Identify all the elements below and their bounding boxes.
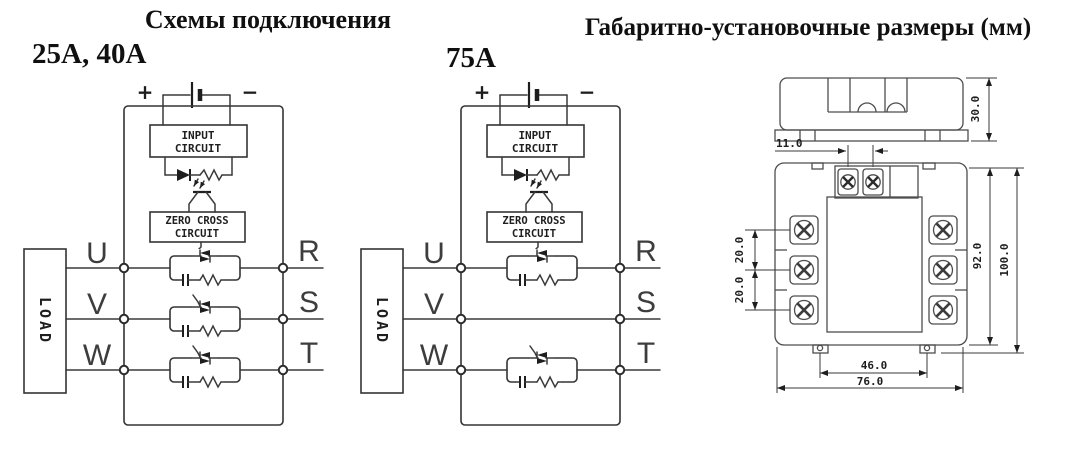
dim-20-lower-label: 20.0 <box>733 277 746 304</box>
triac-block-row-v <box>123 294 284 338</box>
dc-input-section: + − <box>137 80 259 126</box>
side-view <box>774 77 969 142</box>
dim-heights-right: 92.0 100.0 <box>941 167 1024 354</box>
mounting-hole <box>816 344 824 352</box>
load-box <box>360 248 404 394</box>
dimension-drawing: 30.0 11.0 <box>733 77 1024 393</box>
led-icon <box>177 169 190 181</box>
dim-20-upper-label: 20.0 <box>733 237 746 264</box>
zero-cross-label-1: ZERO CROSS <box>165 215 228 227</box>
minus-sign: − <box>242 80 259 104</box>
battery-symbol <box>499 82 568 108</box>
base-flange <box>774 129 969 142</box>
connection-schemes-title: Схемы подключения <box>144 5 392 34</box>
dim-76-label: 76.0 <box>857 375 884 388</box>
input-circuit-label-1: INPUT <box>518 129 551 142</box>
line-terminal-wires <box>282 267 324 371</box>
dimensions-title: Габаритно-установочные размеры (мм) <box>584 14 1032 41</box>
minus-sign: − <box>579 80 596 104</box>
plus-sign: + <box>474 80 491 104</box>
terminal-label-v: V <box>87 288 107 321</box>
terminal-label-t: T <box>300 337 318 370</box>
terminal-label-r: R <box>635 235 657 268</box>
zero-cross-label-2: CIRCUIT <box>512 228 556 240</box>
terminal-label-u: U <box>423 237 445 270</box>
phototransistor-icon <box>188 190 216 213</box>
schematic-25-40-diagram: + − INPUT CIRCUIT <box>23 80 324 426</box>
optocoupler <box>501 156 570 213</box>
variant-label-75: 75A <box>446 42 496 74</box>
battery-symbol <box>162 82 231 108</box>
dim-widths-bottom: 46.0 76.0 <box>776 347 964 393</box>
screw-head-profile <box>857 102 877 113</box>
triac-block-row-w <box>460 345 621 389</box>
triac-block-row-w <box>123 345 284 389</box>
screw-head-profile <box>886 102 906 113</box>
optocoupler <box>164 156 233 213</box>
control-terminal-block <box>834 165 919 199</box>
triac-block-row-u <box>460 249 621 287</box>
zero-cross-label-1: ZERO CROSS <box>502 215 565 227</box>
load-box <box>23 248 67 394</box>
zero-cross-label-2: CIRCUIT <box>175 228 219 240</box>
terminal-label-u: U <box>86 237 108 270</box>
terminal-label-r: R <box>298 235 320 268</box>
dim-92-label: 92.0 <box>971 243 984 270</box>
mounting-hole <box>923 344 931 352</box>
plus-sign: + <box>137 80 154 104</box>
load-section: LOAD <box>23 248 125 394</box>
led-icon <box>514 169 527 181</box>
load-label: LOAD <box>373 297 391 345</box>
label-area <box>826 196 923 333</box>
terminal-label-w: W <box>83 339 112 372</box>
front-view <box>774 162 968 354</box>
resistor-icon <box>536 168 560 182</box>
terminal-label-t: T <box>637 337 655 370</box>
load-section: LOAD <box>360 248 462 394</box>
triac-block-row-u <box>123 249 284 287</box>
terminal-label-s: S <box>636 286 656 319</box>
schematic-75-diagram: + − INPUT CIRCUIT <box>360 80 661 426</box>
resistor-icon <box>199 168 223 182</box>
input-circuit-box: INPUT CIRCUIT <box>486 124 585 158</box>
load-label: LOAD <box>36 297 54 345</box>
mounting-feet <box>812 344 936 354</box>
input-circuit-box: INPUT CIRCUIT <box>149 124 248 158</box>
input-circuit-label-2: CIRCUIT <box>175 142 222 155</box>
line-terminal-wires <box>619 267 661 371</box>
dim-height-30: 30.0 <box>966 77 997 142</box>
input-circuit-label-2: CIRCUIT <box>512 142 559 155</box>
dc-input-section: + − <box>474 80 596 126</box>
dim-46-label: 46.0 <box>861 359 888 372</box>
zero-cross-box: ZERO CROSS CIRCUIT <box>486 211 583 243</box>
dim-30-label: 30.0 <box>969 96 982 123</box>
variant-label-25-40: 25A, 40A <box>32 38 147 70</box>
phototransistor-icon <box>525 190 553 213</box>
dim-100-label: 100.0 <box>998 243 1011 276</box>
terminal-label-v: V <box>424 288 444 321</box>
dim-11-label: 11.0 <box>776 137 803 150</box>
dim-terminal-pitch-20: 20.0 20.0 <box>733 229 790 311</box>
input-circuit-label-1: INPUT <box>181 129 214 142</box>
terminal-label-s: S <box>299 286 319 319</box>
terminal-label-w: W <box>420 339 449 372</box>
zero-cross-box: ZERO CROSS CIRCUIT <box>149 211 246 243</box>
